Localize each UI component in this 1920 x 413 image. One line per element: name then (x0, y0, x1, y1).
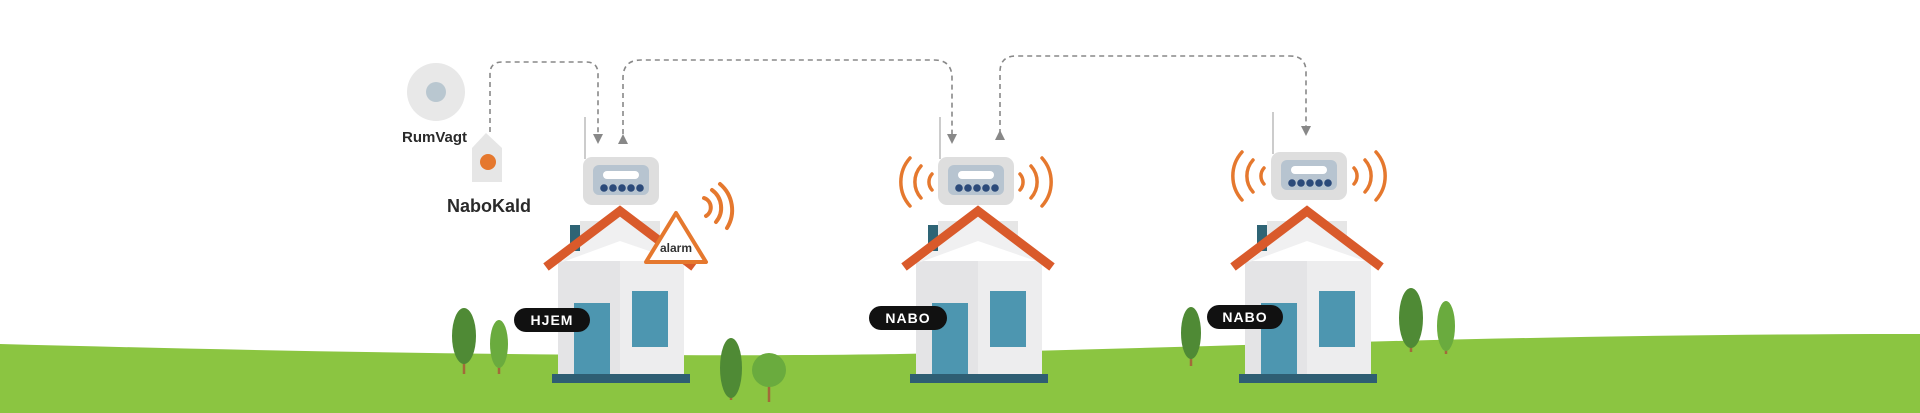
nabokald-button-icon (472, 133, 502, 182)
alarm-signal-icon (702, 182, 735, 230)
house-neighbor-1-icon (904, 211, 1052, 383)
arrowheads (593, 126, 1311, 144)
tree-icon (452, 308, 476, 374)
house-neighbor-1-badge: NABO (869, 306, 947, 330)
arrow-up-home (618, 134, 628, 144)
device-nabo1-icon (937, 116, 1015, 206)
connector-nabo1-nabo2 (999, 55, 1307, 134)
house-neighbor-2-icon (1233, 211, 1381, 383)
tree-icon (752, 353, 786, 402)
rumvagt-label: RumVagt (402, 129, 468, 146)
tree-icon (1399, 288, 1423, 352)
house-home-badge: HJEM (514, 308, 590, 332)
tree-icon (490, 320, 508, 374)
tree-icon (1437, 301, 1455, 354)
house-neighbor-2-badge: NABO (1207, 305, 1283, 329)
device-home-icon (582, 116, 660, 206)
alarm-warning-icon: alarm (644, 211, 708, 264)
nabokald-label: NaboKald (447, 196, 532, 216)
connector-home-nabo1 (622, 59, 953, 136)
alarm-label: alarm (660, 241, 692, 255)
device-nabo2-icon (1270, 111, 1348, 201)
tree-icon (720, 338, 742, 400)
arrow-down-nabo1 (947, 134, 957, 144)
arrow-down-nabo2 (1301, 126, 1311, 136)
signal-waves-nabo1-icon (899, 156, 1053, 208)
arrow-up-nabo1 (995, 130, 1005, 140)
connector-lines (489, 55, 1307, 136)
rumvagt-sensor-icon (407, 63, 465, 121)
tree-icon (1181, 307, 1201, 366)
arrow-down-home (593, 134, 603, 144)
signal-waves-nabo2-icon (1231, 150, 1387, 202)
connector-nabokald-home (489, 61, 599, 134)
